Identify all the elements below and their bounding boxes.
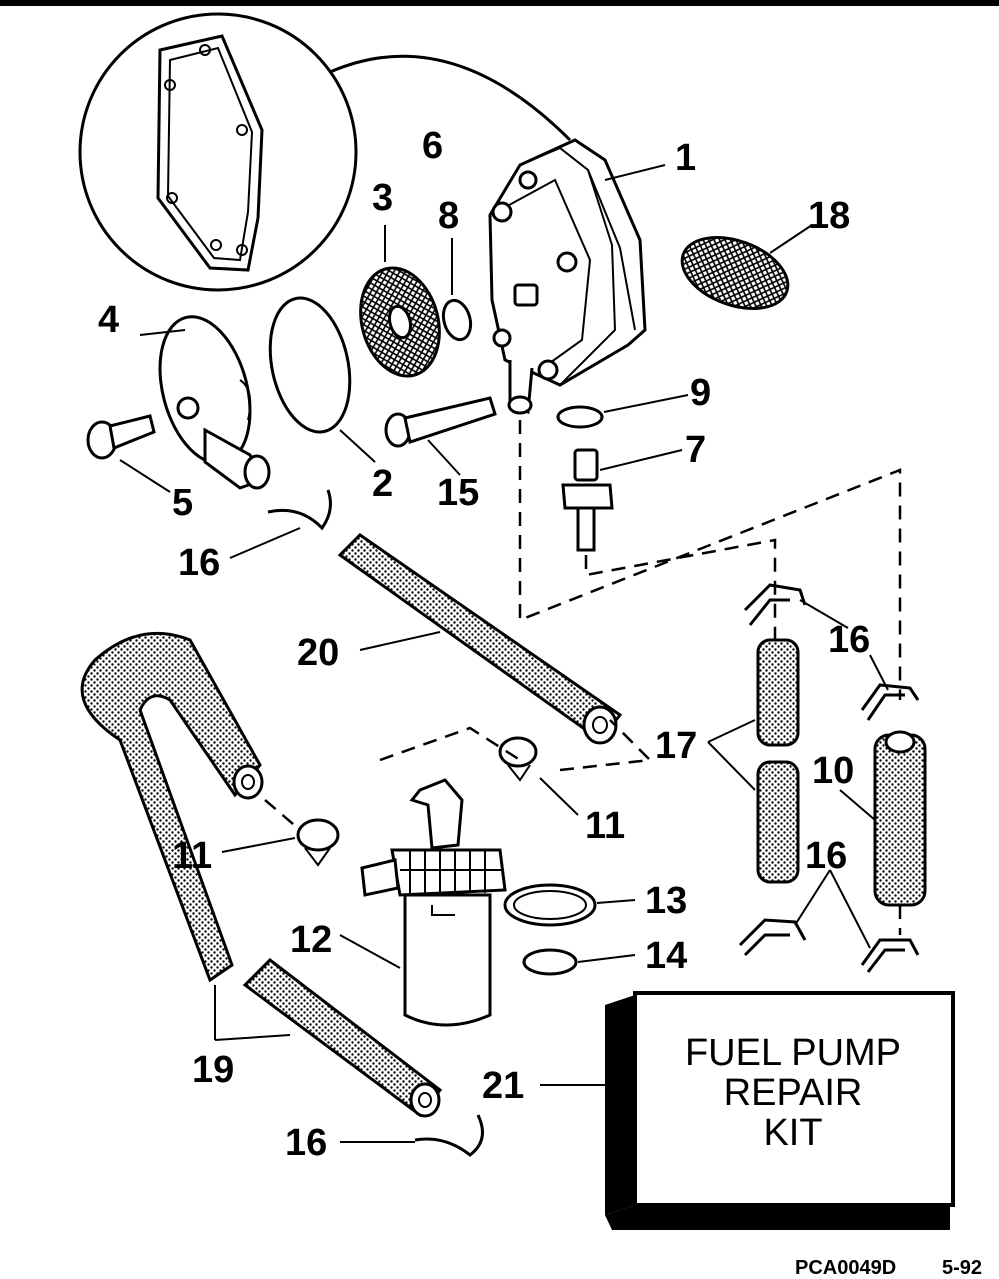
part-16-clip-right-c xyxy=(738,918,807,957)
callout-16-a: 16 xyxy=(178,542,220,584)
part-14-o-ring xyxy=(522,948,578,976)
callout-16-c: 16 xyxy=(805,835,847,877)
part-7-fitting xyxy=(561,448,683,552)
callout-13: 13 xyxy=(645,880,687,922)
part-16-clip-right-b xyxy=(860,683,920,721)
routing-dash-line-4 xyxy=(379,726,521,762)
callout-21: 21 xyxy=(482,1065,524,1107)
routing-dash-line-6 xyxy=(264,799,301,831)
callout-19: 19 xyxy=(192,1049,234,1091)
callout-10: 10 xyxy=(812,750,854,792)
callout-8: 8 xyxy=(438,195,459,237)
top-border xyxy=(0,0,999,6)
callout-18: 18 xyxy=(808,195,850,237)
part-16-clip-lower xyxy=(414,1114,484,1157)
part-13-gasket xyxy=(503,883,597,927)
callout-4: 4 xyxy=(98,299,119,341)
part-4-cover xyxy=(139,315,271,490)
routing-dash-line-2 xyxy=(584,538,777,640)
part-11-clamp-upper xyxy=(498,736,579,816)
callout-5: 5 xyxy=(172,482,193,524)
kit-label-line2: REPAIR xyxy=(724,1072,863,1114)
kit-label-line3: KIT xyxy=(763,1112,822,1154)
callout-1: 1 xyxy=(675,137,696,179)
part-2-o-ring xyxy=(268,296,352,434)
part-8-o-ring xyxy=(441,298,473,342)
part-1-fuel-pump-body xyxy=(488,138,666,415)
part-9-washer xyxy=(556,405,604,429)
part-12-fuel-filter xyxy=(339,778,507,1027)
part-15-screw xyxy=(384,396,497,476)
part-18-screen xyxy=(680,236,790,310)
callout-11-a: 11 xyxy=(585,805,625,847)
callout-7: 7 xyxy=(685,429,706,471)
part-6-gasket-detail xyxy=(78,12,572,292)
part-16-clip-upper xyxy=(267,489,332,531)
part-16-clip-right-d xyxy=(860,938,920,973)
callout-6: 6 xyxy=(422,125,443,167)
callout-17: 17 xyxy=(655,725,697,767)
part-5-screw xyxy=(86,414,171,493)
part-20-hose xyxy=(337,533,623,745)
part-17-hoses xyxy=(707,638,800,884)
callout-16-d: 16 xyxy=(285,1122,327,1164)
part-16-clip-right-a xyxy=(743,583,807,626)
callout-11-b: 11 xyxy=(172,835,212,877)
kit-label-line1: FUEL PUMP xyxy=(685,1032,901,1074)
part-19-hoses xyxy=(80,631,443,1118)
callout-14: 14 xyxy=(645,935,687,977)
callout-15: 15 xyxy=(437,472,479,514)
routing-dash-line-5 xyxy=(559,719,653,772)
routing-dash-line-1 xyxy=(518,420,902,700)
callout-3: 3 xyxy=(372,177,393,219)
date-code: 5-92 xyxy=(942,1257,982,1279)
callout-20: 20 xyxy=(297,632,339,674)
callout-16-b: 16 xyxy=(828,619,870,661)
part-21-repair-kit-box[interactable]: FUEL PUMP REPAIR KIT xyxy=(540,991,955,1230)
callout-9: 9 xyxy=(690,372,711,414)
part-11-clamp-lower xyxy=(221,818,340,867)
callout-12: 12 xyxy=(290,919,332,961)
callout-2: 2 xyxy=(372,463,393,505)
drawing-number: PCA0049D xyxy=(795,1257,896,1279)
